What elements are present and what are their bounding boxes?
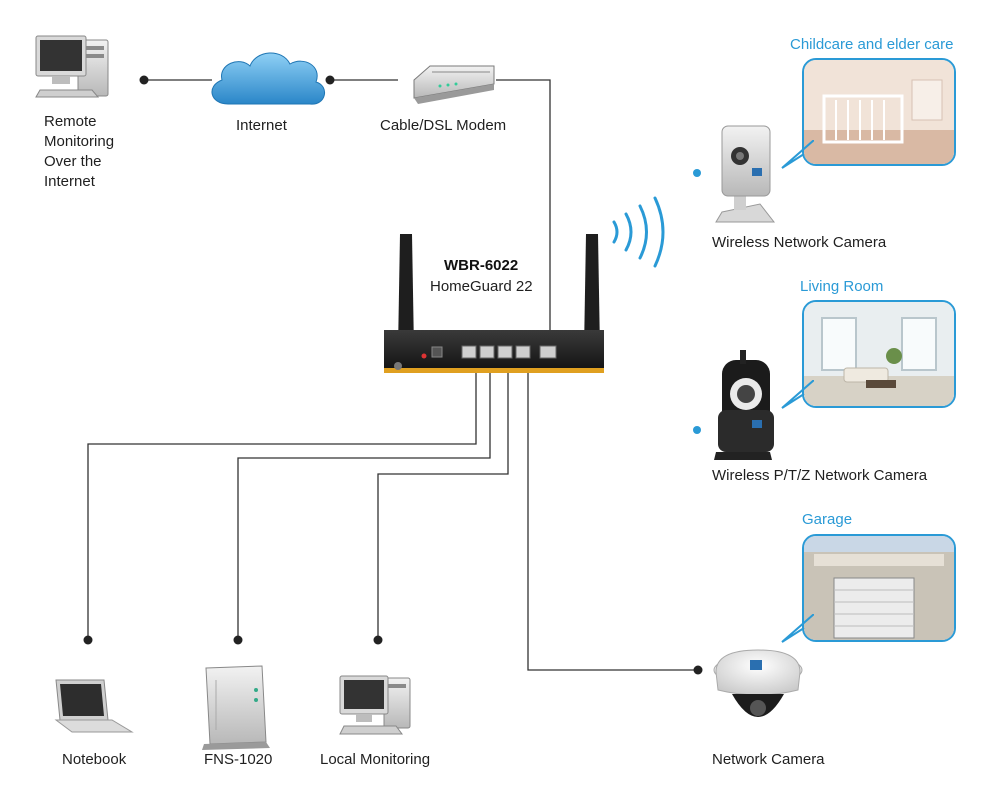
modem-label: Cable/DSL Modem [380,117,507,134]
living-room-scene [804,302,954,406]
link-router-notebook [87,370,477,640]
router-icon [384,234,604,373]
remote-label-line-1: Remote [44,113,97,130]
wireless-dots [693,169,701,434]
remote-monitoring-label: Remote Monitoring Over the Internet [44,112,114,192]
notebook-icon [54,679,134,733]
garage-photo [802,534,956,642]
dome-camera-icon [713,649,803,717]
router-name-label: HomeGuard 22 [430,278,533,295]
camera-2-name-label: Wireless P/T/Z Network Camera [712,467,928,484]
modem-icon [413,65,495,104]
garage-scene [804,536,954,640]
wifi-waves-icon [612,196,665,268]
camera-3-location-label: Garage [802,511,853,528]
camera-3-name-label: Network Camera [712,751,825,768]
nursery-scene [804,60,954,164]
callout-pointer-3 [781,614,814,643]
callout-pointer-1 [781,140,814,169]
link-modem-router [496,79,551,342]
remote-pc-icon [35,35,109,98]
router-model-label: WBR-6022 [444,257,519,274]
callout-pointer-2 [781,380,814,409]
local-monitoring-label: Local Monitoring [320,751,431,768]
remote-label-line-3: Over the [44,153,102,170]
link-router-local [377,370,509,640]
ptz-camera-icon [714,350,774,460]
internet-label: Internet [236,117,287,134]
internet-cloud-icon [211,52,325,105]
childcare-photo [802,58,956,166]
nas-icon [202,665,270,750]
link-router-nas [237,370,491,640]
remote-label-line-2: Monitoring [44,133,115,150]
connection-lines [87,79,698,671]
camera-1-name-label: Wireless Network Camera [712,234,887,251]
local-pc-icon [339,675,411,735]
notebook-label: Notebook [62,751,127,768]
remote-label-line-4: Internet [44,173,95,190]
camera-2-location-label: Living Room [800,278,884,295]
living-room-photo [802,300,956,408]
connection-dots [83,75,703,675]
camera-1-location-label: Childcare and elder care [790,36,954,53]
nas-label: FNS-1020 [204,751,273,768]
wireless-camera-icon [715,125,776,223]
link-router-camera [527,370,698,671]
